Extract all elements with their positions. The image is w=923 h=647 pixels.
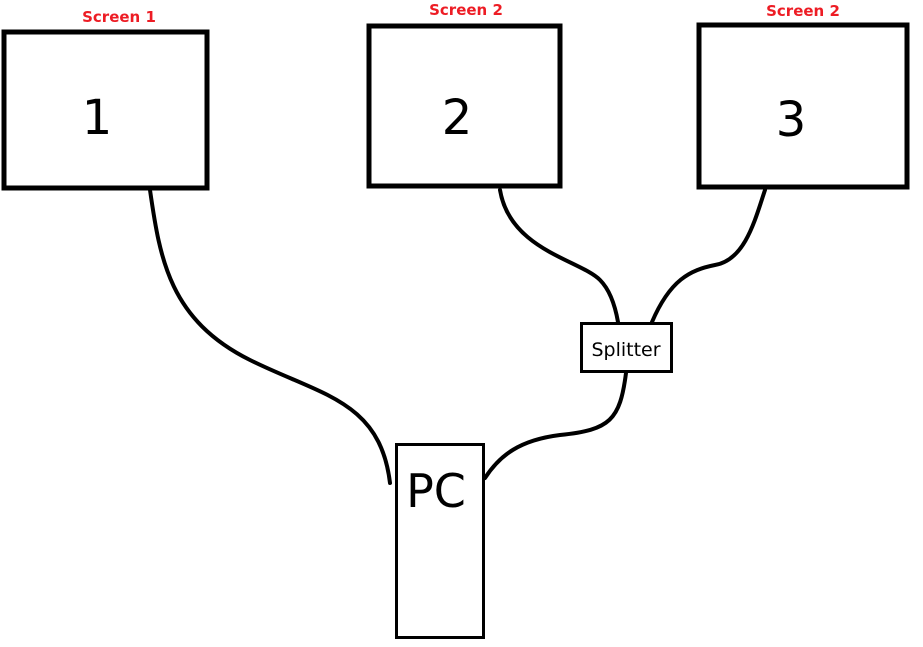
cable-screen2-splitter xyxy=(498,188,620,324)
screen-1-label: Screen 1 xyxy=(82,8,156,26)
screen-2 xyxy=(366,23,563,189)
screen-1 xyxy=(1,29,210,191)
screen-2-label: Screen 2 xyxy=(429,1,503,19)
cable-screen3-splitter xyxy=(650,188,767,324)
cable-screen1-pc xyxy=(148,188,392,485)
cable-splitter-pc xyxy=(483,371,628,480)
screen-3 xyxy=(696,22,910,190)
splitter-label: Splitter xyxy=(591,339,660,361)
screen-1-number: 1 xyxy=(82,90,113,146)
screen-3-label: Screen 2 xyxy=(766,2,840,20)
screen-3-number: 3 xyxy=(776,92,807,148)
pc-label: PC xyxy=(406,464,466,518)
screen-2-number: 2 xyxy=(442,90,473,146)
splitter-box xyxy=(580,322,673,373)
pc-box xyxy=(395,443,485,639)
